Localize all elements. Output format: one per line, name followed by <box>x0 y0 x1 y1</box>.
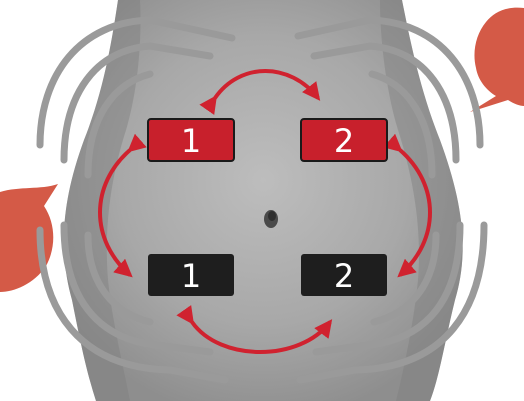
electrode-pad-top-left: 1 <box>148 119 234 161</box>
electrode-pad-bottom-left: 1 <box>148 254 234 296</box>
pad-label: 1 <box>181 257 201 295</box>
electrode-pad-bottom-right: 2 <box>301 254 387 296</box>
pad-label: 1 <box>181 122 201 160</box>
pad-label: 2 <box>334 257 354 295</box>
electrode-pad-top-right: 2 <box>301 119 387 161</box>
pad-label: 2 <box>334 122 354 160</box>
